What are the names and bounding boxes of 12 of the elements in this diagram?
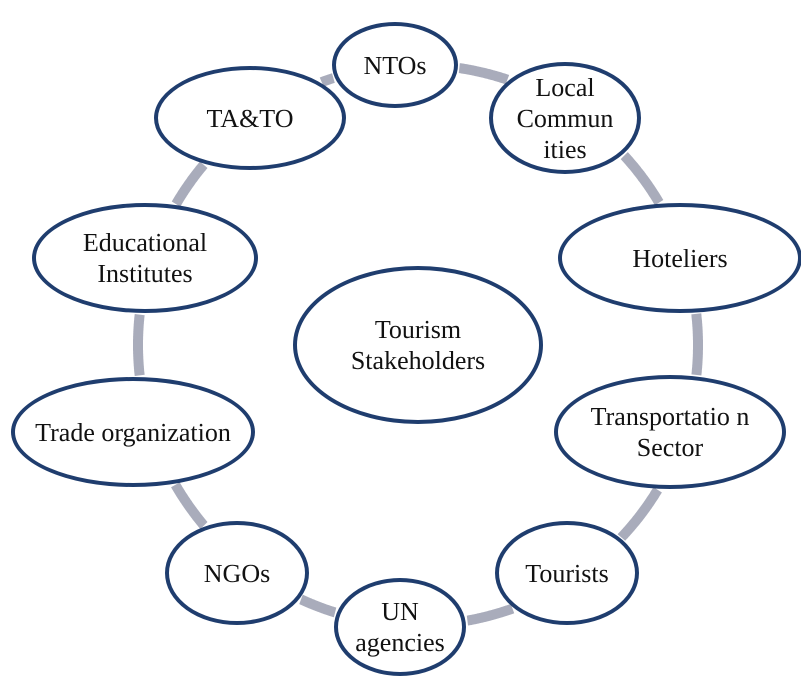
node-label: Educational Institutes: [82, 227, 208, 289]
node-label: Trade organization: [35, 416, 231, 448]
node-label: UN agencies: [354, 596, 446, 658]
node-label: TA&TO: [206, 102, 294, 134]
connector-arc: [296, 594, 340, 618]
node-label: NTOs: [363, 50, 427, 80]
node-label: Local Commun ities: [516, 72, 614, 164]
node-label: Hoteliers: [632, 242, 728, 274]
node-label: Tourists: [525, 558, 609, 588]
node-label: Transportatio n Sector: [590, 401, 750, 463]
node-label: NGOs: [204, 558, 270, 588]
node-label: Tourism Stakeholders: [350, 314, 486, 376]
